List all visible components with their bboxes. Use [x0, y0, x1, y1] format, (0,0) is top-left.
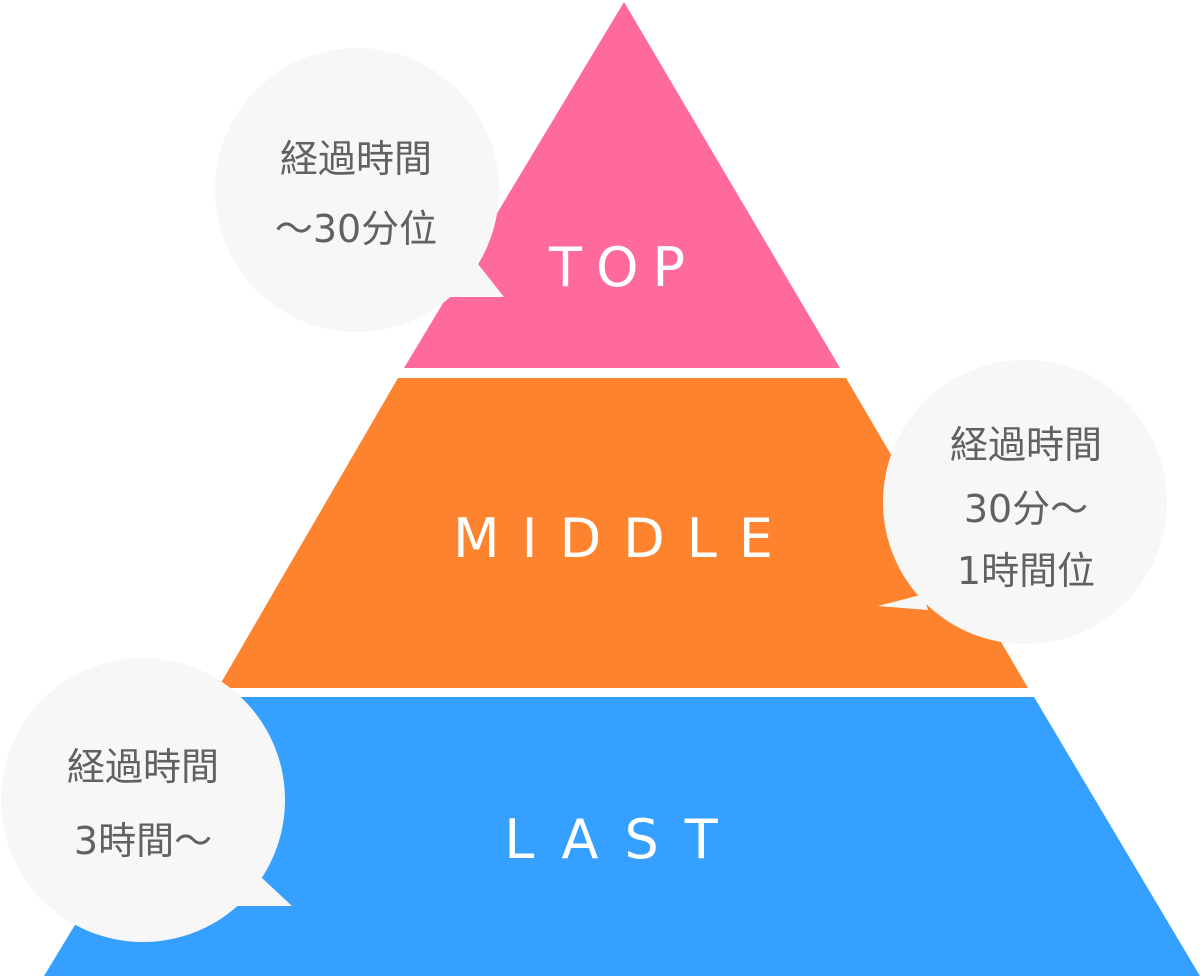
tier-top-label: TOP [548, 236, 699, 299]
tier-middle-label: MIDDLE [453, 507, 795, 570]
bubble-top-circle [215, 48, 499, 332]
tier-last-shape [44, 697, 1200, 976]
tier-top-shape [404, 2, 840, 368]
bubble-last-line1: 経過時間 [67, 745, 219, 789]
bubble-middle-circle [883, 360, 1167, 644]
bubble-middle: 経過時間 30分～ 1時間位 [878, 360, 1167, 644]
bubble-top: 経過時間 ～30分位 [215, 48, 504, 332]
tier-middle-shape [218, 378, 1028, 688]
bubble-middle-line3: 1時間位 [957, 549, 1095, 593]
bubble-last-circle [1, 658, 285, 942]
bubble-middle-line1: 経過時間 [950, 423, 1102, 467]
bubble-top-line1: 経過時間 [280, 137, 432, 181]
bubble-last-tail [224, 858, 292, 906]
bubble-last: 経過時間 3時間～ [1, 658, 292, 942]
bubble-last-line2: 3時間～ [74, 819, 212, 863]
bubble-top-tail [436, 248, 504, 297]
tier-last-label: LAST [504, 808, 744, 871]
bubble-middle-line2: 30分～ [964, 487, 1088, 531]
bubble-top-line2: ～30分位 [275, 207, 437, 251]
bubble-middle-tail [878, 560, 940, 610]
